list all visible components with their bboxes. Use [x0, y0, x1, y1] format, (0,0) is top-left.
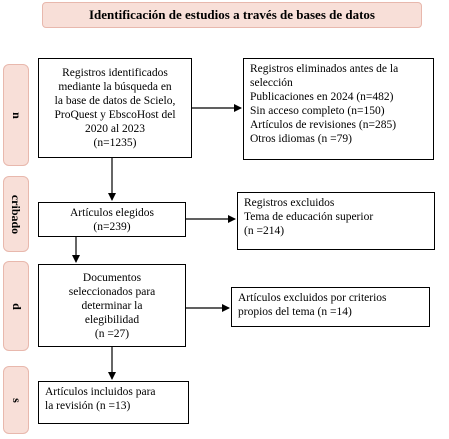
selected-line-2: seleccionados para — [68, 285, 156, 298]
selected-line-5: (n =27) — [94, 327, 130, 340]
diagram-title-text: Identificación de estudios a través de b… — [88, 7, 375, 22]
identified-line-1: Registros identificados — [62, 67, 168, 79]
phase-included: s — [3, 366, 29, 434]
selected-line-1: Documentos — [82, 271, 142, 284]
removed-line-1: Registros eliminados antes de la — [250, 63, 399, 75]
removed-line-4: Sin acceso completo (n=150) — [250, 105, 385, 117]
removed-line-3: Publicaciones en 2024 (n=482) — [250, 91, 394, 103]
excluded-line-1: Registros excluidos — [244, 197, 335, 209]
removed-line-5: Artículos de revisiones (n=285) — [250, 119, 397, 131]
box-excluded-by-criteria: Artículos excluidos por criterios propio… — [231, 287, 430, 327]
selected-line-4: elegibilidad — [84, 313, 140, 326]
criteria-line-1: Artículos excluidos por criterios — [238, 292, 387, 304]
diagram-title: Identificación de estudios a través de b… — [42, 2, 422, 28]
identified-line-4: ProQuest y EbscoHost del — [54, 109, 176, 121]
phase-identification: n — [3, 64, 29, 166]
removed-line-6: Otros idiomas (n =79) — [250, 133, 352, 145]
excluded-line-2: Tema de educación superior — [244, 211, 374, 223]
identified-line-3: la base de datos de Scielo, — [54, 95, 176, 107]
selected-line-3: determinar la — [81, 299, 143, 312]
identified-line-5: 2020 al 2023 — [84, 123, 146, 135]
removed-line-2: selección — [250, 77, 293, 89]
box-documents-selected: Documentos seleccionados para determinar… — [38, 264, 186, 347]
box-articles-included: Artículos incluidos para la revisión (n … — [38, 381, 189, 424]
box-records-identified: Registros identificados mediante la búsq… — [38, 58, 192, 158]
box-articles-chosen: Artículos elegidos (n=239) — [38, 202, 186, 237]
box-records-excluded: Registros excluidos Tema de educación su… — [237, 192, 435, 250]
phase-eligibility: d — [3, 261, 29, 351]
identified-line-2: mediante la búsqueda en — [58, 81, 172, 93]
phase-screening: cribado — [3, 176, 29, 252]
included-line-1: Artículos incluidos para — [45, 386, 156, 398]
identified-line-6: (n=1235) — [93, 137, 137, 149]
chosen-line-2: (n=239) — [93, 220, 131, 233]
included-line-2: la revisión (n =13) — [45, 400, 131, 412]
excluded-line-3: (n =214) — [244, 225, 285, 237]
chosen-line-1: Artículos elegidos — [70, 206, 154, 219]
box-records-removed: Registros eliminados antes de la selecci… — [243, 58, 434, 160]
criteria-line-2: propios del tema (n =14) — [238, 306, 352, 318]
